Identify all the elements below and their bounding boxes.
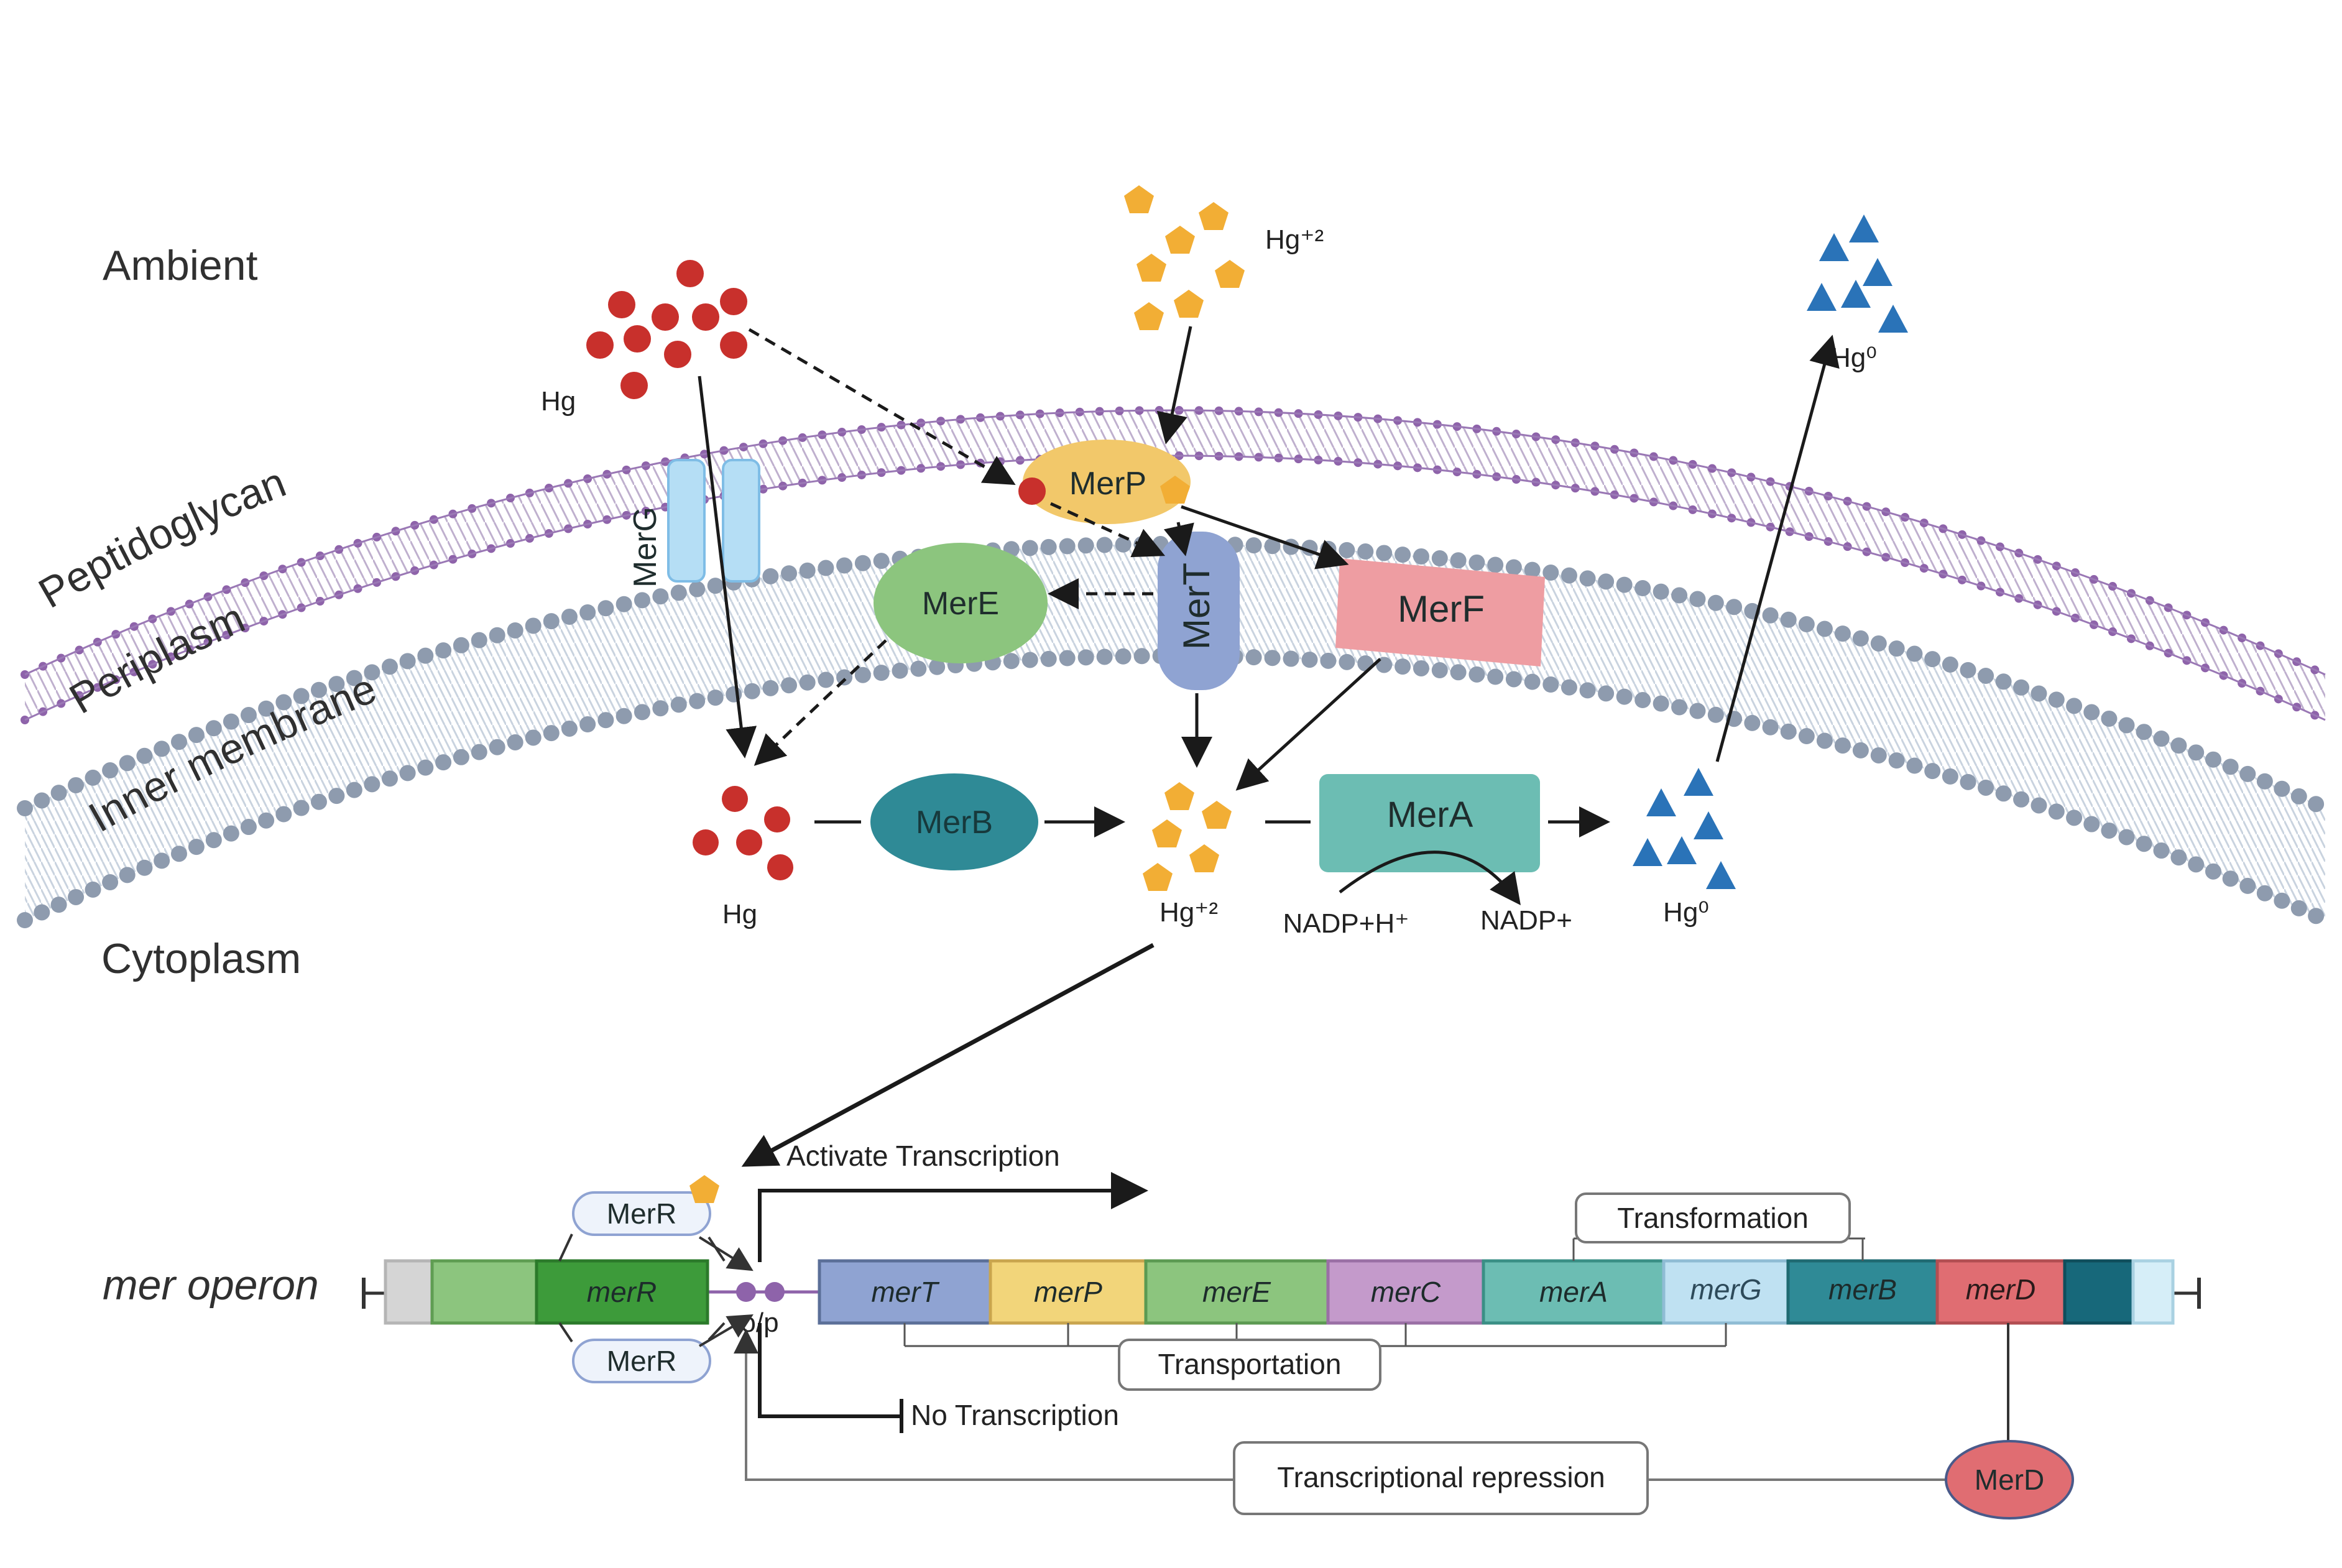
gene-merR: merR (587, 1276, 657, 1308)
label-merT: MerT (1176, 563, 1217, 650)
merD-protein (1945, 1440, 2074, 1520)
label-hg2-cytoplasm: Hg⁺² (1159, 897, 1218, 928)
label-hg0-ambient: Hg⁰ (1831, 343, 1877, 373)
label-transportation: Transportation (1158, 1348, 1342, 1380)
label-hg0-cytoplasm: Hg⁰ (1663, 897, 1709, 928)
pathway-arrows (698, 326, 1840, 1167)
transportation-box (1118, 1339, 1381, 1391)
operon-op-dots (736, 1282, 785, 1302)
peptidoglycan-layer (25, 410, 2325, 720)
label-nadp: NADP+ (1480, 905, 1572, 936)
label-merE: MerE (922, 586, 999, 622)
label-nadph: NADP+H⁺ (1283, 908, 1409, 939)
merP-protein (1018, 440, 1191, 524)
label-hg-cytoplasm: Hg (722, 899, 757, 929)
label-hg-ambient: Hg (541, 386, 576, 417)
merT-protein (1158, 532, 1240, 690)
label-mer-operon: mer operon (103, 1261, 319, 1309)
merA-protein (1319, 774, 1540, 872)
gene-merD: merD (1966, 1273, 2035, 1306)
region-ambient: Ambient (103, 242, 258, 289)
label-merB: MerB (916, 805, 993, 841)
gene-merC: merC (1371, 1276, 1441, 1308)
gene-merB: merB (1828, 1273, 1897, 1306)
label-merF: MerF (1398, 588, 1485, 630)
hg0-cluster-cytoplasm (1633, 768, 1736, 889)
merB-protein (870, 773, 1038, 870)
label-merR-top: MerR (607, 1197, 676, 1230)
label-merG: MerG (627, 507, 663, 588)
label-transcriptional-repression: Transcriptional repression (1277, 1461, 1605, 1493)
label-merD: MerD (1975, 1464, 2044, 1496)
gene-merA: merA (1539, 1276, 1608, 1308)
label-merA: MerA (1387, 795, 1473, 835)
gene-merG: merG (1690, 1273, 1762, 1306)
label-no-transcription: No Transcription (911, 1399, 1119, 1431)
gene-merP: merP (1034, 1276, 1102, 1308)
merG-channel (667, 459, 760, 583)
hg0-cluster-ambient (1807, 214, 1908, 333)
transformation-box (1575, 1192, 1851, 1243)
gene-merT: merT (871, 1276, 939, 1308)
merF-protein (1335, 558, 1545, 666)
operon-blocks (384, 1259, 2175, 1325)
label-hg2-ambient: Hg⁺² (1265, 224, 1324, 255)
merR-bottom (572, 1339, 711, 1383)
hg2-cluster-ambient (1124, 185, 1245, 330)
label-merR-bottom: MerR (607, 1345, 676, 1377)
hg-cluster-ambient (586, 260, 747, 399)
label-merP: MerP (1069, 466, 1146, 502)
label-transformation: Transformation (1617, 1202, 1809, 1234)
gene-merE: merE (1202, 1276, 1271, 1308)
region-cytoplasm: Cytoplasm (101, 935, 301, 982)
hg-cluster-cytoplasm (693, 786, 793, 880)
hg2-cluster-cytoplasm (1143, 782, 1232, 891)
merR-top (572, 1175, 719, 1236)
repression-box (1233, 1441, 1649, 1515)
merA-cofactor-arrow (1339, 851, 1521, 906)
merE-protein (874, 543, 1048, 663)
label-activate-transcription: Activate Transcription (786, 1140, 1060, 1172)
